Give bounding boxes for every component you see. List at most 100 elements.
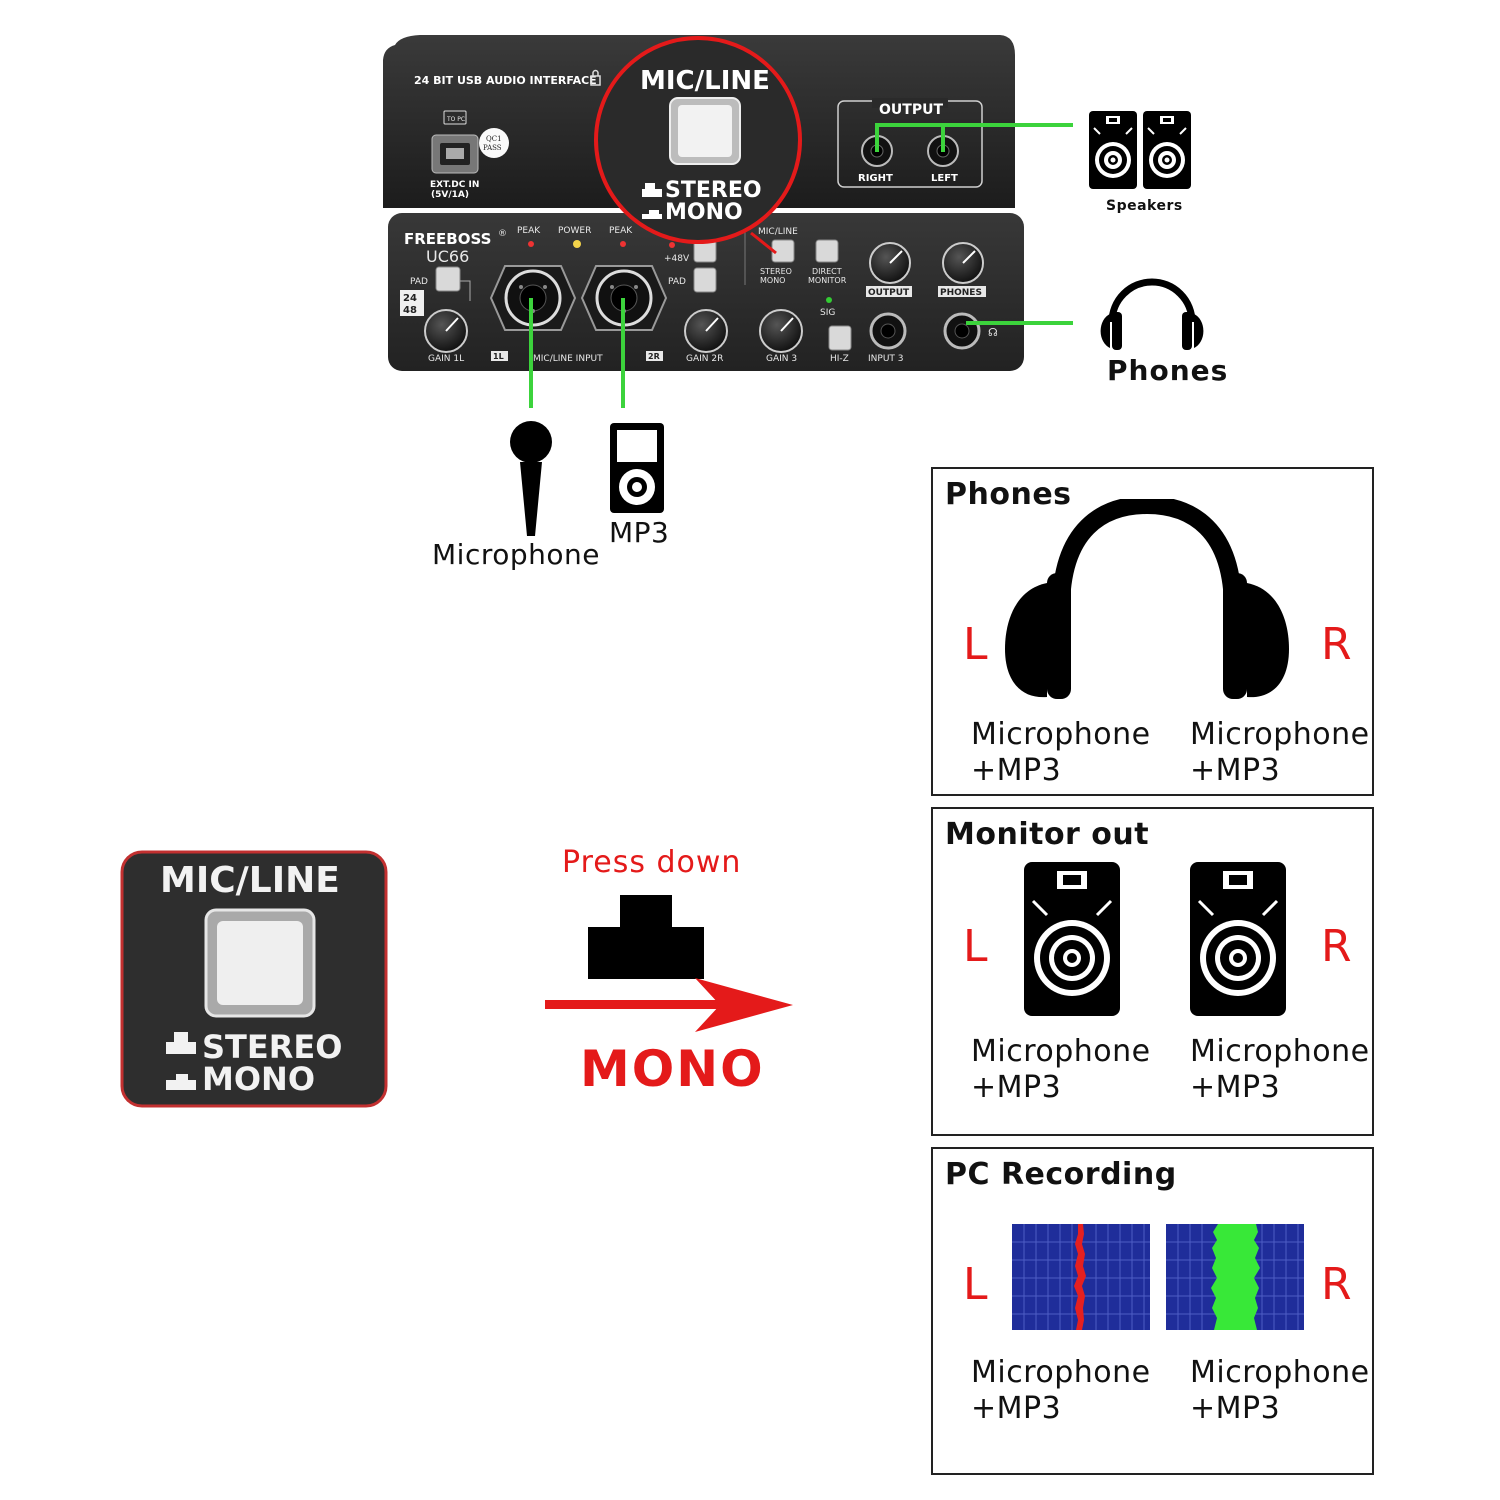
audio-interface-device: 24 BIT USB AUDIO INTERFACE TO PC QC1 PAS… xyxy=(383,35,1024,371)
left-channel-label: L xyxy=(963,1259,988,1310)
svg-text:1L: 1L xyxy=(493,352,504,361)
gain-2-knob[interactable] xyxy=(684,309,728,353)
svg-text:QC1: QC1 xyxy=(486,135,502,143)
panel-title: Monitor out xyxy=(945,817,1150,852)
svg-text:PAD: PAD xyxy=(410,277,428,287)
model-label: UC66 xyxy=(426,247,469,266)
svg-text:®: ® xyxy=(498,229,507,239)
right-source: Microphone+MP3 xyxy=(1190,717,1370,788)
peak-led-1 xyxy=(528,241,534,247)
right-source: Microphone+MP3 xyxy=(1190,1355,1370,1426)
microphone-icon xyxy=(510,421,552,536)
output-volume-knob[interactable] xyxy=(869,242,911,284)
right-channel-label: R xyxy=(1321,1259,1352,1310)
pc-recording-panel: PC Recording L R Microphone+MP3 Micropho… xyxy=(931,1147,1374,1475)
left-source: Microphone+MP3 xyxy=(971,1355,1151,1426)
right-source: Microphone+MP3 xyxy=(1190,1034,1370,1105)
mono-mode-label: MONO xyxy=(580,1040,765,1098)
waveform-left xyxy=(1012,1224,1150,1330)
callout-pointer xyxy=(750,231,777,255)
right-channel-label: R xyxy=(1321,921,1352,972)
svg-text:POWER: POWER xyxy=(558,226,591,236)
pad-button-1[interactable] xyxy=(435,266,461,292)
speaker-cable xyxy=(875,123,1073,152)
svg-text:OUTPUT: OUTPUT xyxy=(868,288,910,298)
svg-text:STEREO: STEREO xyxy=(665,178,762,203)
left-channel-label: L xyxy=(963,921,988,972)
waveform-right xyxy=(1166,1224,1304,1330)
speakers-icon xyxy=(1089,111,1191,189)
power-led xyxy=(573,240,581,248)
svg-text:GAIN 2R: GAIN 2R xyxy=(686,354,723,364)
brand-logo: FREEBOSS xyxy=(404,230,491,248)
mic-line-magnifier: MIC/LINE STEREO MONO xyxy=(594,36,802,244)
svg-text:SIG: SIG xyxy=(820,308,835,318)
gain-1-knob[interactable] xyxy=(424,309,468,353)
svg-text:PEAK: PEAK xyxy=(517,226,541,236)
svg-text:24: 24 xyxy=(403,293,417,304)
monitor-out-panel: Monitor out L R Microphone+MP3 Microphon… xyxy=(931,807,1374,1136)
left-source: Microphone+MP3 xyxy=(971,717,1151,788)
speakers-label: Speakers xyxy=(1106,198,1183,214)
svg-text:INPUT 3: INPUT 3 xyxy=(868,354,904,364)
svg-text:GAIN 3: GAIN 3 xyxy=(766,354,797,364)
svg-text:(5V/1A): (5V/1A) xyxy=(431,190,469,200)
headphones-icon xyxy=(1100,278,1204,350)
svg-text:PASS: PASS xyxy=(483,144,502,152)
svg-text:RIGHT: RIGHT xyxy=(858,173,893,184)
usb-port[interactable]: TO PC xyxy=(431,110,479,174)
mp3-player-icon xyxy=(610,423,664,513)
press-down-label: Press down xyxy=(562,845,742,880)
svg-text:MONO: MONO xyxy=(760,276,785,285)
lock-icon xyxy=(590,69,601,86)
svg-text:DIRECT: DIRECT xyxy=(812,267,842,276)
svg-text:PAD: PAD xyxy=(668,277,686,287)
svg-text:PEAK: PEAK xyxy=(609,226,633,236)
svg-text:PHONES: PHONES xyxy=(940,288,982,298)
top-label: 24 BIT USB AUDIO INTERFACE xyxy=(414,74,597,87)
bit-rate-badge xyxy=(400,290,424,316)
panel-title: Phones xyxy=(945,477,1072,512)
direct-monitor-button[interactable] xyxy=(815,239,839,263)
headphones-large-icon xyxy=(1005,499,1289,699)
svg-text:2R: 2R xyxy=(648,352,660,361)
svg-text:MIC/LINE: MIC/LINE xyxy=(160,860,340,901)
svg-text:MIC/LINE: MIC/LINE xyxy=(758,227,798,237)
phones-panel: Phones L R Microphone+MP3 Microphone+MP3 xyxy=(931,467,1374,796)
left-channel-label: L xyxy=(963,619,988,670)
svg-text:MIC/LINE INPUT: MIC/LINE INPUT xyxy=(533,354,603,364)
svg-text:OUTPUT: OUTPUT xyxy=(879,102,943,118)
qc-pass-sticker: QC1 PASS xyxy=(479,128,509,158)
arrow-right-icon xyxy=(545,978,793,1032)
left-source: Microphone+MP3 xyxy=(971,1034,1151,1105)
panel-title: PC Recording xyxy=(945,1157,1177,1192)
combo-input-1[interactable] xyxy=(489,265,577,331)
svg-text:MONO: MONO xyxy=(202,1060,315,1098)
hi-z-button[interactable] xyxy=(828,325,852,351)
peak-led-2 xyxy=(620,241,626,247)
microphone-label: Microphone xyxy=(432,538,600,571)
svg-text:HI-Z: HI-Z xyxy=(830,354,849,364)
svg-text:+48V: +48V xyxy=(664,254,690,264)
svg-text:GAIN 1L: GAIN 1L xyxy=(428,354,464,364)
mic-line-switch-closeup: MIC/LINE STEREO MONO xyxy=(120,850,388,1108)
pad-button-2[interactable] xyxy=(693,267,717,293)
svg-text:☊: ☊ xyxy=(988,326,998,339)
svg-text:STEREO: STEREO xyxy=(760,267,792,276)
cables xyxy=(529,123,1073,408)
svg-text:MONITOR: MONITOR xyxy=(808,276,847,285)
svg-text:MONO: MONO xyxy=(665,200,743,225)
svg-text:MIC/LINE: MIC/LINE xyxy=(640,66,770,96)
pressed-switch-icon xyxy=(588,895,704,979)
ext-dc-label: EXT.DC IN xyxy=(430,180,479,190)
svg-text:TO PC: TO PC xyxy=(446,116,465,123)
gain-3-knob[interactable] xyxy=(759,309,803,353)
svg-text:STEREO: STEREO xyxy=(202,1028,342,1066)
speaker-right-icon xyxy=(1190,862,1286,1016)
mp3-label: MP3 xyxy=(609,516,670,549)
phones-volume-knob[interactable] xyxy=(942,242,984,284)
svg-text:48: 48 xyxy=(403,305,417,316)
svg-text:LEFT: LEFT xyxy=(931,173,958,184)
input-3-jack[interactable] xyxy=(869,312,907,350)
right-channel-label: R xyxy=(1321,619,1352,670)
